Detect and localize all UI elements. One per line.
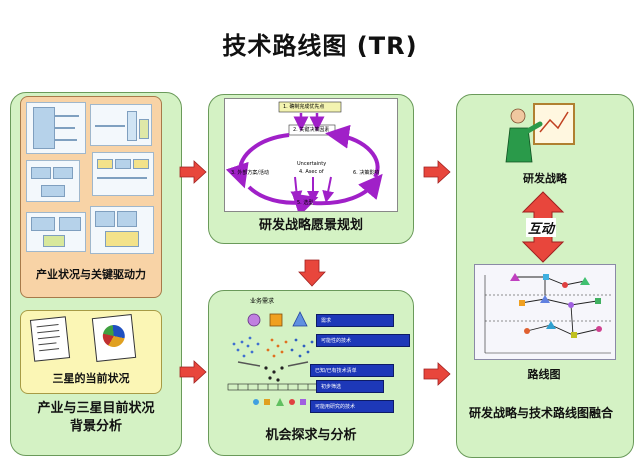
arrow-vision-to-integration xyxy=(423,160,451,184)
industry-thumbnail-3 xyxy=(26,160,80,202)
assoc-label: 4. Asec of xyxy=(299,169,324,175)
node-left: 3. 外部方案/活动 xyxy=(231,170,270,176)
node-top: 1. 确制完成优先点 xyxy=(283,104,325,110)
page-title: 技术路线图 (TR) xyxy=(222,32,418,60)
arrow-opportunity-to-integration xyxy=(423,362,451,386)
uncertainty-label: Uncertainty xyxy=(297,161,327,167)
roadmap-graphic xyxy=(484,273,611,354)
current-status-label: 三星的当前状况 xyxy=(52,372,130,385)
needs-box: 需求 xyxy=(316,314,394,327)
roadmap-label: 路线图 xyxy=(527,368,561,381)
integration-label: 研发战略与技术路线图融合 xyxy=(468,406,613,420)
pie-chart-document-icon xyxy=(91,314,137,362)
rd-strategy-label: 研发战略 xyxy=(523,172,567,185)
possible-tech-box: 可能性的技术 xyxy=(316,334,410,347)
arrow-left-to-vision xyxy=(179,160,207,184)
industry-thumbnail-2 xyxy=(90,104,152,146)
node-bottom: 5. 选型 xyxy=(297,200,314,206)
document-icon xyxy=(29,316,71,362)
rd-strategy-vision-label: 研发战略愿景规划 xyxy=(258,218,363,233)
initial-screening-box: 初步筛选 xyxy=(316,380,384,393)
opportunity-diagram xyxy=(227,311,329,406)
node-mid: 2. 关键决策因素 xyxy=(293,127,330,133)
industry-status-label: 产业状况与关键驱动力 xyxy=(36,268,146,281)
industry-thumbnail-1 xyxy=(26,102,86,154)
industry-thumbnail-4 xyxy=(92,152,154,196)
roadmap-chart xyxy=(474,264,616,360)
interaction-label: 互动 xyxy=(526,218,557,237)
industry-thumbnail-6 xyxy=(90,206,154,254)
opportunity-analysis-label: 机会探求与分析 xyxy=(265,428,357,443)
background-analysis-label: 产业与三星目前状况 背景分析 xyxy=(37,401,155,434)
known-tech-list-box: 已知/已有技术清单 xyxy=(310,364,394,377)
strategy-cycle-diagram: 1. 确制完成优先点 2. 关键决策因素 3. 外部方案/活动 Uncertai… xyxy=(224,98,398,212)
cycle-arrows xyxy=(225,101,383,211)
business-needs-label: 业务需求 xyxy=(250,298,275,305)
industry-thumbnail-5 xyxy=(26,212,86,252)
node-right: 6. 决策影响 xyxy=(353,170,380,176)
arrow-vision-to-opportunity xyxy=(298,259,326,287)
research-tech-box: 可能用研究的技术 xyxy=(310,400,394,413)
presenter-illustration xyxy=(505,103,575,163)
arrow-left-to-opportunity xyxy=(179,360,207,384)
